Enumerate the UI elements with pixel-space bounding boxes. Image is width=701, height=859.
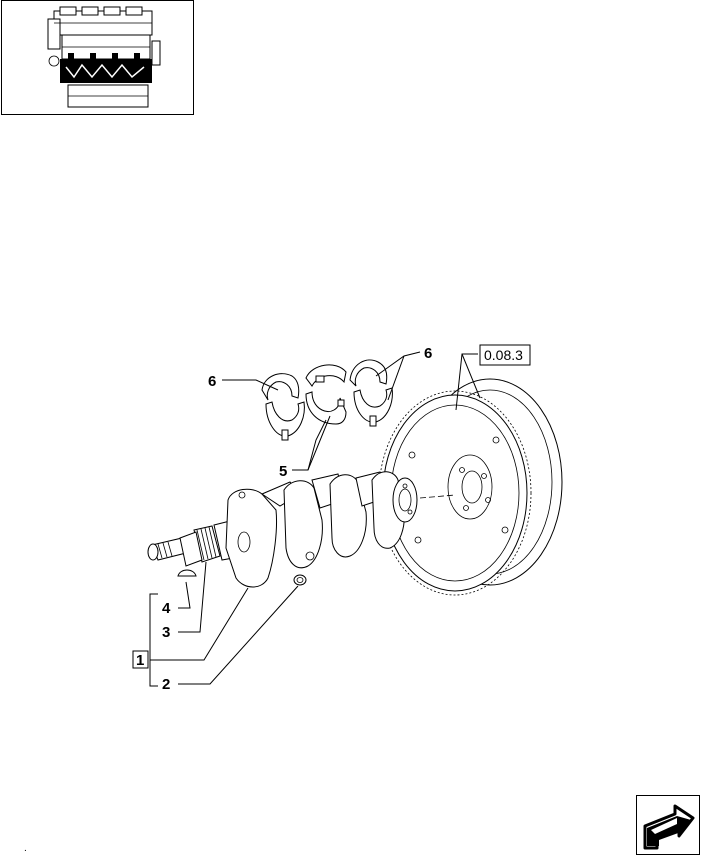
woodruff-key xyxy=(177,569,197,577)
thrust-washer-6-right xyxy=(349,359,393,427)
next-page-arrow-icon xyxy=(643,804,695,850)
engine-thumbnail-icon xyxy=(47,6,161,108)
reference-label[interactable]: 0.08.3 xyxy=(484,347,523,363)
callout-1-box xyxy=(132,650,149,669)
bearing-shell-5 xyxy=(305,364,347,425)
thrust-washer-6-left xyxy=(261,373,305,441)
callout-2: 2 xyxy=(162,676,170,693)
flywheel xyxy=(378,378,563,596)
callout-6-right: 6 xyxy=(424,345,432,362)
callout-3: 3 xyxy=(162,624,170,641)
callout-6-left: 6 xyxy=(208,373,216,390)
crankshaft xyxy=(147,471,456,588)
engine-thumbnail xyxy=(1,0,194,115)
plug xyxy=(293,574,307,586)
next-page-button[interactable] xyxy=(636,795,700,855)
footer-mark: . xyxy=(24,843,27,854)
leader-lines xyxy=(149,351,481,687)
callout-4: 4 xyxy=(162,600,171,617)
callout-1: 1 xyxy=(136,652,144,669)
reference-box[interactable] xyxy=(479,344,531,366)
callout-5: 5 xyxy=(279,463,287,480)
